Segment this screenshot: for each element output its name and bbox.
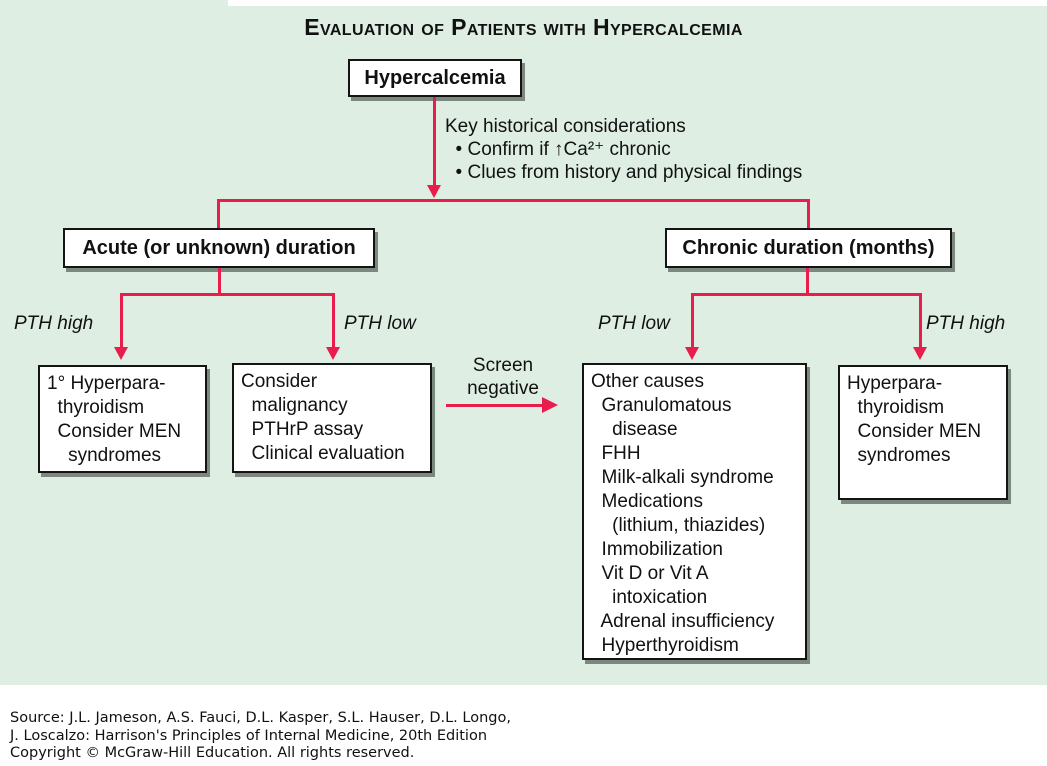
- arrowhead-down-icon: [427, 185, 441, 198]
- connector-pth-high-right: [919, 293, 922, 348]
- arrowhead-down-icon: [913, 347, 927, 360]
- hypercalcemia-label: Hypercalcemia: [364, 66, 506, 89]
- acute-duration-box: Acute (or unknown) duration: [63, 228, 375, 268]
- top-margin-strip: [228, 0, 1047, 6]
- source-attribution: Source: J.L. Jameson, A.S. Fauci, D.L. K…: [10, 710, 511, 761]
- arrowhead-down-icon: [326, 347, 340, 360]
- diagram-background: [0, 0, 1047, 685]
- considerations-text: Key historical considerations • Confirm …: [445, 116, 803, 183]
- screen-negative-label: Screen negative: [467, 355, 539, 399]
- other-causes-box: Other causes Granulomatous disease FHH M…: [582, 363, 807, 660]
- hypercalcemia-box: Hypercalcemia: [348, 59, 522, 97]
- chronic-duration-label: Chronic duration (months): [682, 236, 935, 259]
- arrowhead-down-icon: [114, 347, 128, 360]
- connector-acute-split: [120, 293, 335, 296]
- connector-acute-drop: [217, 199, 220, 228]
- connector-chronic-vertical: [806, 268, 809, 296]
- pth-low-left-label: PTH low: [344, 313, 416, 334]
- malignancy-box: Consider malignancy PTHrP assay Clinical…: [232, 363, 432, 473]
- pth-high-left-label: PTH high: [14, 313, 94, 334]
- connector-pth-low-left: [332, 293, 335, 348]
- connector-root-vertical: [433, 97, 436, 186]
- connector-pth-high-left: [120, 293, 123, 348]
- connector-acute-vertical: [218, 268, 221, 296]
- arrowhead-right-icon: [542, 397, 558, 413]
- acute-duration-label: Acute (or unknown) duration: [82, 236, 356, 259]
- chronic-duration-box: Chronic duration (months): [665, 228, 952, 268]
- connector-chronic-drop: [807, 199, 810, 228]
- primary-hyperparathyroidism-box: 1° Hyperpara- thyroidism Consider MEN sy…: [38, 365, 207, 473]
- hyperparathyroidism-box: Hyperpara- thyroidism Consider MEN syndr…: [838, 365, 1008, 500]
- pth-high-right-label: PTH high: [926, 313, 1006, 334]
- connector-pth-low-right: [691, 293, 694, 348]
- connector-chronic-split: [691, 293, 922, 296]
- connector-branch-horizontal: [217, 199, 810, 202]
- page-title: Evaluation of Patients with Hypercalcemi…: [304, 14, 743, 40]
- screen-negative-arrow: [446, 404, 543, 407]
- pth-low-right-label: PTH low: [598, 313, 670, 334]
- arrowhead-down-icon: [685, 347, 699, 360]
